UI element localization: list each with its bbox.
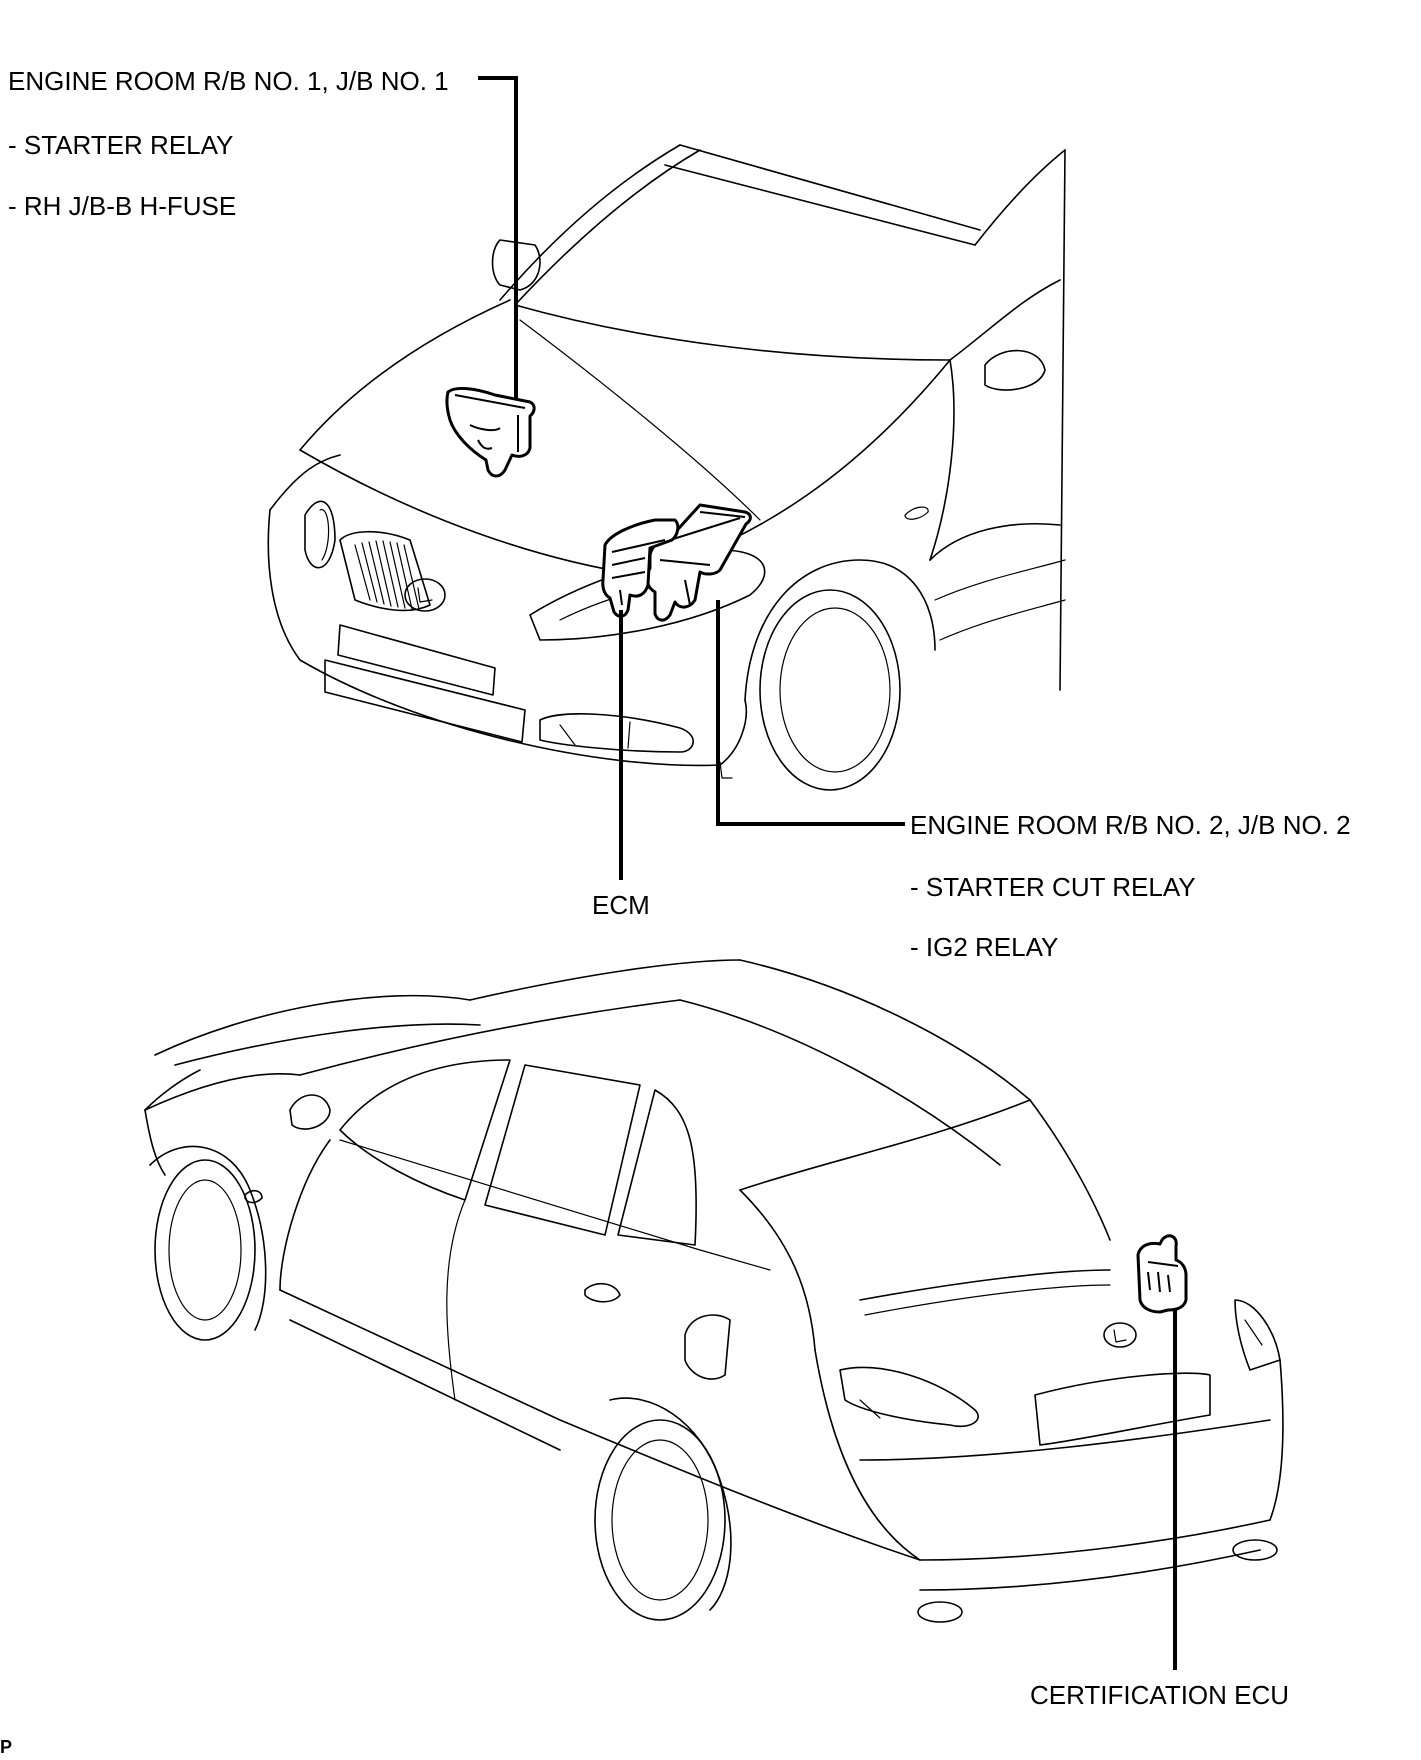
front-car-illustration (267, 144, 1066, 791)
rear-car-illustration (144, 959, 1284, 1623)
er-rb1-item-starter-relay: - STARTER RELAY (8, 130, 234, 160)
certification-ecu-label: CERTIFICATION ECU (1030, 1680, 1290, 1710)
er-rb1-item-rh-jb-fuse: - RH J/B-B H-FUSE (8, 191, 237, 221)
er-rb1-title: ENGINE ROOM R/B NO. 1, J/B NO. 1 (8, 66, 449, 96)
er-rb2-title: ENGINE ROOM R/B NO. 2, J/B NO. 2 (910, 810, 1351, 840)
ecm-label: ECM (592, 890, 650, 920)
er-rb2-item-starter-cut-relay: - STARTER CUT RELAY (910, 872, 1196, 902)
corner-mark: P (0, 1737, 13, 1757)
ecm-component (601, 518, 680, 618)
engine-room-rb1-component (445, 386, 536, 478)
grille-slats (354, 540, 420, 610)
er-rb2-item-ig2-relay: - IG2 RELAY (910, 932, 1059, 962)
certification-ecu-component (1136, 1234, 1188, 1314)
